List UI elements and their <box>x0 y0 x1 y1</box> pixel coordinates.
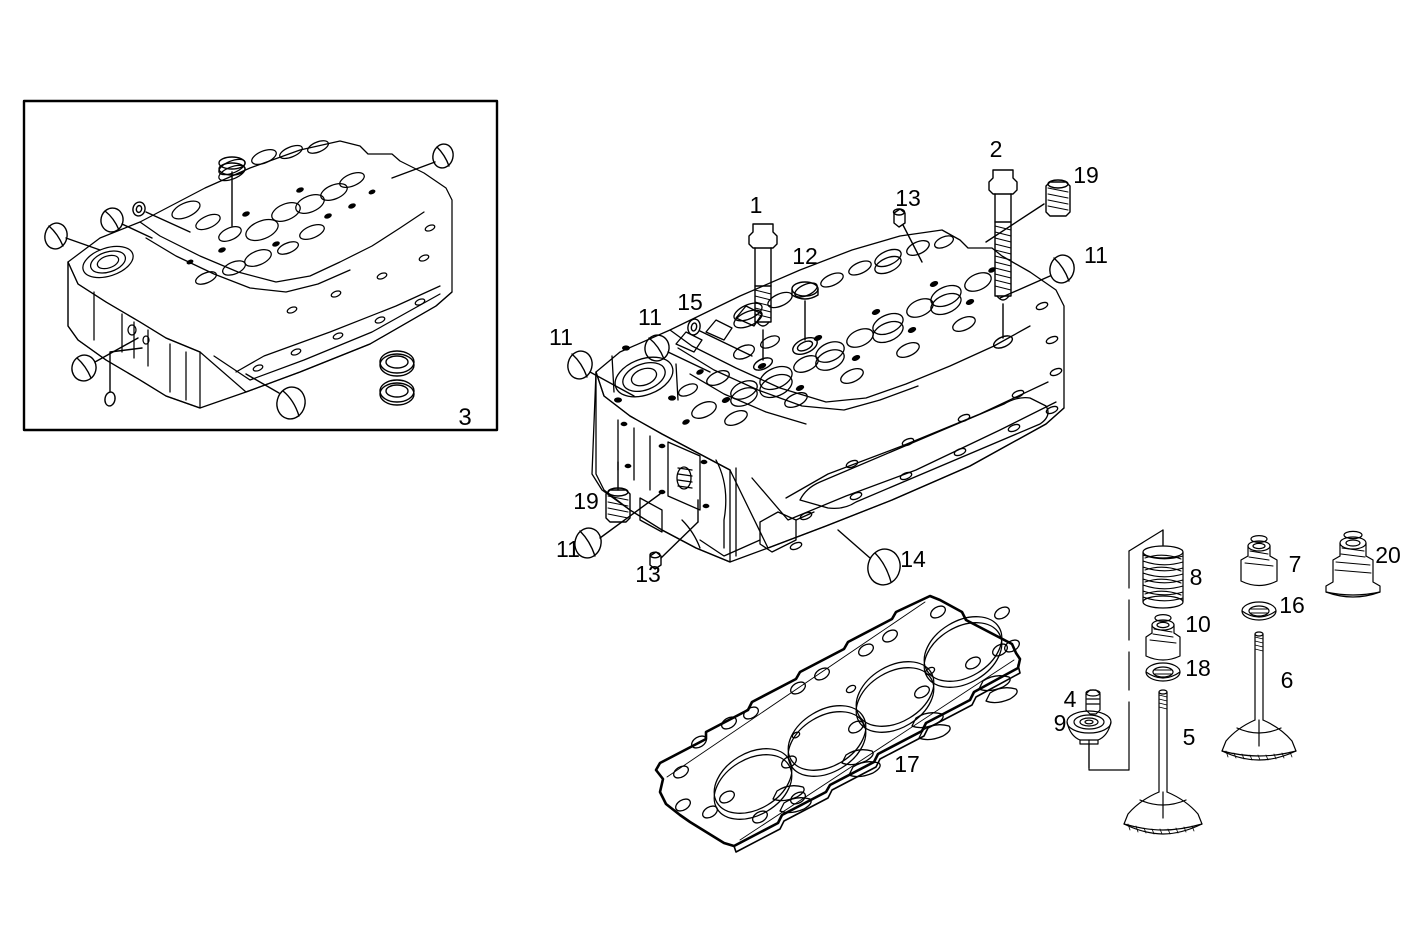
o-ring-15 <box>687 318 753 357</box>
callout-1: 1 <box>750 192 763 218</box>
callout-labels: 1 2 3 4 5 6 7 8 9 10 11 11 11 11 12 13 1… <box>458 136 1400 777</box>
inset-seal-ring-upper <box>379 350 415 377</box>
callout-6: 6 <box>1281 667 1294 693</box>
callout-3: 3 <box>458 404 471 431</box>
inset-plug-bottom-left <box>71 337 139 382</box>
callout-13-lower: 13 <box>635 561 661 587</box>
callout-14: 14 <box>900 546 926 572</box>
valve-stem-seal-10 <box>1145 613 1181 661</box>
core-plug-lower-left <box>574 493 661 559</box>
main-cylinder-head <box>591 229 1065 563</box>
valve-spring <box>1142 529 1184 609</box>
callout-13-top: 13 <box>895 185 921 211</box>
valve-stem-seal-20 <box>1325 530 1381 598</box>
cylinder-head-gasket <box>654 594 1022 853</box>
screw-plug-top-right <box>985 179 1071 243</box>
core-plug-left-outer <box>567 350 635 397</box>
callout-15: 15 <box>677 289 703 315</box>
valve-spring-seat-16 <box>1241 601 1277 621</box>
callout-4: 4 <box>1064 686 1077 712</box>
inset-ring-top <box>218 156 246 227</box>
callout-11-left-upper: 11 <box>638 304 662 330</box>
callout-9: 9 <box>1054 710 1067 736</box>
callout-5: 5 <box>1183 724 1196 750</box>
screw-plug-13-top <box>892 208 923 263</box>
callout-18: 18 <box>1185 655 1211 681</box>
inset-frame <box>22 99 499 432</box>
valve-spring-seat-18 <box>1145 662 1181 682</box>
callout-7: 7 <box>1289 551 1302 577</box>
head-bolt-long <box>988 169 1018 349</box>
inset-plug-small-bottom <box>104 347 143 407</box>
inset-panel <box>22 99 499 432</box>
head-bolt-short <box>748 223 778 371</box>
callout-12: 12 <box>792 243 818 269</box>
callout-2: 2 <box>990 136 1003 162</box>
inset-seal-ring-lower <box>379 379 415 406</box>
callout-20: 20 <box>1375 542 1401 568</box>
callout-11-lower-left: 11 <box>556 536 580 562</box>
core-plug-top-right <box>999 254 1075 299</box>
callout-17: 17 <box>894 751 920 777</box>
inset-plug-mid-left <box>100 207 153 239</box>
intake-valve <box>1123 689 1203 835</box>
inset-cylinder-head <box>67 140 453 409</box>
inset-oring-small <box>132 201 191 233</box>
callout-10: 10 <box>1185 611 1211 637</box>
callout-19-lower: 19 <box>573 488 599 514</box>
spring-retainer <box>1066 710 1112 769</box>
valve-stem-seal-7 <box>1240 534 1278 587</box>
sealing-ring-12 <box>791 281 819 355</box>
callout-11-left-outer: 11 <box>549 324 573 350</box>
inset-plug-top-left <box>44 222 101 251</box>
inset-cup-plug <box>245 373 306 420</box>
callout-8: 8 <box>1190 564 1203 590</box>
cup-plug-14 <box>837 529 901 586</box>
exhaust-valve <box>1221 631 1297 761</box>
callout-19-top: 19 <box>1073 162 1099 188</box>
screw-plug-lower-left <box>605 461 631 523</box>
screw-plug-13-lower <box>649 499 699 570</box>
callout-16: 16 <box>1279 592 1305 618</box>
inset-plug-top-right <box>391 143 454 179</box>
core-plug-left-upper <box>644 334 711 373</box>
callout-11-top-right: 11 <box>1084 242 1108 268</box>
